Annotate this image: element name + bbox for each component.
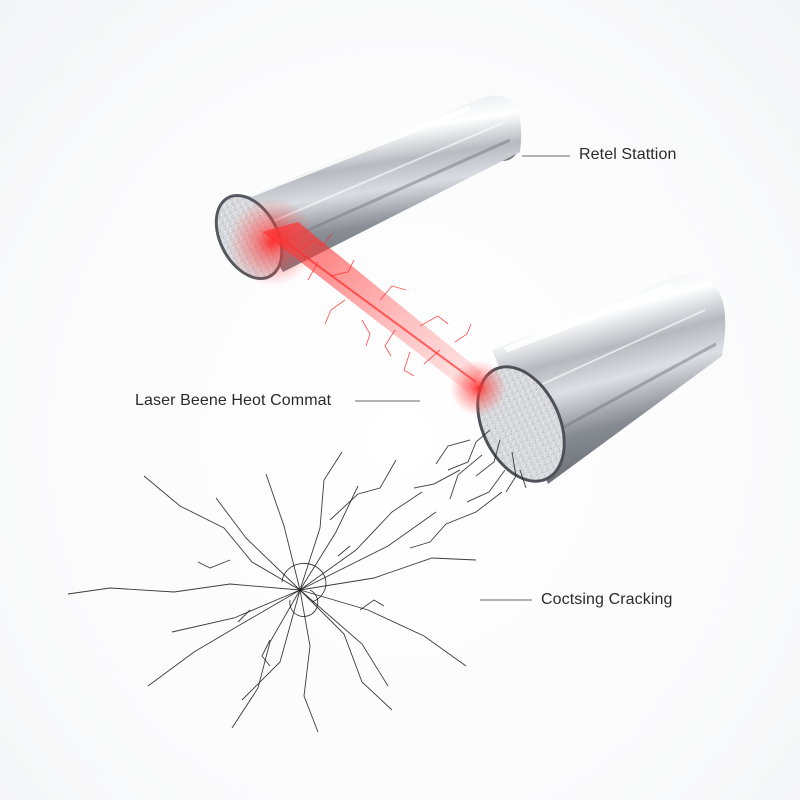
fracture-debris — [413, 429, 527, 503]
laser-beam — [228, 198, 506, 416]
crack-starburst — [67, 451, 503, 733]
label-retel-station: Retel Stattion — [579, 146, 677, 163]
leader-lines — [355, 155, 570, 601]
label-crack-propagation: Coctsing Cracking — [541, 591, 673, 608]
label-laser-beam-heat-contact: Laser Beene Heot Commat — [135, 392, 332, 409]
